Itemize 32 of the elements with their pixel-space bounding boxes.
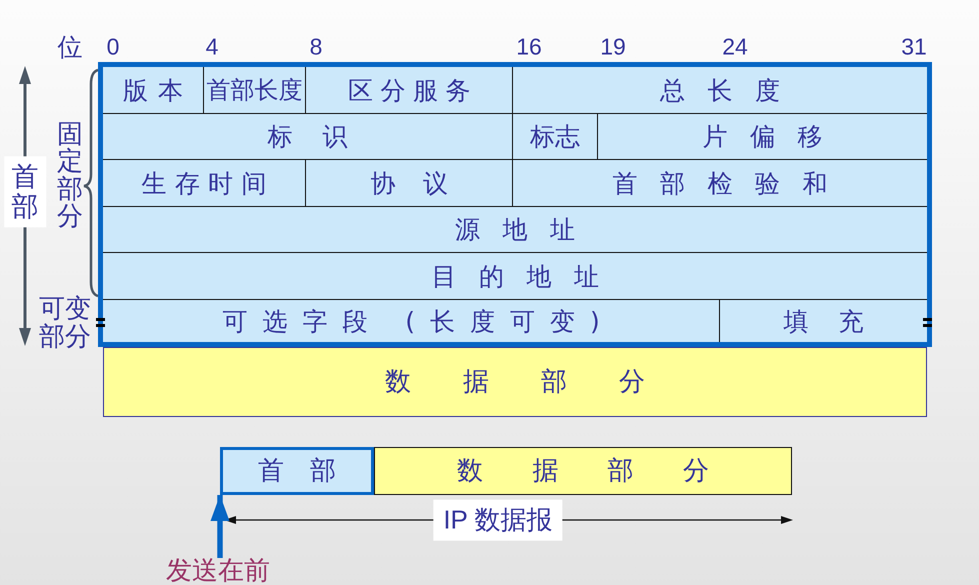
- bit-number: 0: [106, 34, 120, 60]
- bit-number: 8: [310, 34, 322, 60]
- header-field: 首部长度: [204, 67, 306, 114]
- header-field: 总长度: [513, 67, 927, 114]
- dimension-label: 首部: [4, 156, 46, 228]
- header-field: 首部检验和: [513, 160, 927, 207]
- data-block: 数据部分: [103, 347, 927, 417]
- header-field: 标志: [513, 114, 598, 160]
- bit-number: 19: [600, 34, 626, 60]
- bit-number: 16: [516, 34, 542, 60]
- brace-label: 固定部分: [56, 121, 84, 231]
- bit-number: 4: [206, 34, 218, 60]
- bit-number: 31: [901, 34, 927, 60]
- header-field: 标识: [103, 114, 513, 160]
- header-field: 片偏移: [598, 114, 927, 160]
- header-field: 目的地址: [103, 253, 927, 300]
- bit-axis-title: 位: [58, 33, 82, 61]
- arrow: [210, 495, 230, 558]
- header-field: 源地址: [103, 207, 927, 253]
- header-field: 协议: [306, 160, 513, 207]
- dimension-label: IP 数据报: [433, 500, 563, 540]
- header-field: 区分服务: [306, 67, 513, 114]
- bit-number: 24: [722, 34, 748, 60]
- header-field: 生存时间: [103, 160, 306, 207]
- header-frame: [98, 62, 932, 347]
- data-block: 数据部分: [374, 447, 792, 495]
- section-label: 可变部分: [38, 294, 92, 352]
- header-block: 首部: [220, 447, 374, 495]
- header-field: 填充: [720, 300, 927, 342]
- header-field: 可选字段 (长度可变): [103, 300, 720, 342]
- header-field: 版本: [103, 67, 204, 114]
- annotation-text: 发送在前: [166, 558, 270, 584]
